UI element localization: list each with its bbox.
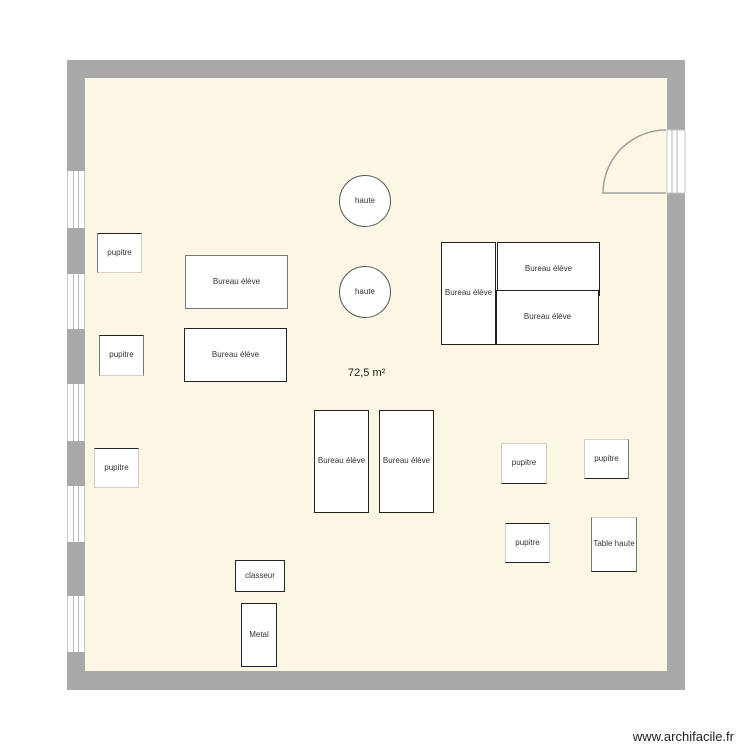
bureau-2-label: Bureau élève (211, 349, 260, 359)
table-haute-label: Table haute (593, 539, 635, 549)
room-area-label: 72,5 m² (348, 367, 386, 379)
metal[interactable]: Metal (241, 603, 277, 667)
bureau-3[interactable]: Bureau élève (441, 242, 496, 345)
bureau-4[interactable]: Bureau élève (497, 242, 600, 296)
bureau-4-label: Bureau élève (524, 263, 573, 273)
haute-1[interactable]: haute (339, 175, 391, 227)
bureau-7-label: Bureau élève (382, 456, 431, 466)
bureau-1[interactable]: Bureau élève (185, 255, 288, 309)
classeur[interactable]: classeur (235, 560, 285, 592)
pupitre-5[interactable]: pupitre (584, 439, 629, 479)
bureau-1-label: Bureau élève (212, 276, 261, 286)
bureau-5[interactable]: Bureau élève (496, 290, 599, 345)
classeur-label: classeur (245, 570, 275, 580)
window-4[interactable] (67, 486, 85, 542)
pupitre-2-label: pupitre (109, 350, 134, 360)
window-5[interactable] (67, 596, 85, 652)
pupitre-4[interactable]: pupitre (501, 443, 547, 484)
pupitre-6[interactable]: pupitre (505, 523, 550, 563)
haute-1-label: haute (354, 195, 376, 205)
pupitre-3-label: pupitre (104, 462, 129, 472)
pupitre-1-label: pupitre (107, 247, 132, 257)
pupitre-3[interactable]: pupitre (94, 448, 139, 488)
metal-label: Metal (249, 629, 269, 639)
window-3[interactable] (67, 384, 85, 441)
pupitre-6-label: pupitre (515, 537, 540, 547)
table-haute[interactable]: Table haute (591, 517, 637, 572)
pupitre-4-label: pupitre (511, 458, 537, 468)
haute-2[interactable]: haute (339, 266, 391, 318)
pupitre-5-label: pupitre (594, 453, 619, 463)
bureau-6-label: Bureau élève (317, 456, 366, 466)
bureau-7[interactable]: Bureau élève (379, 410, 434, 513)
pupitre-2[interactable]: pupitre (99, 335, 144, 376)
bureau-3-label: Bureau élève (444, 288, 493, 298)
archifacile-watermark[interactable]: www.archifacile.fr (632, 729, 734, 744)
haute-2-label: haute (354, 286, 376, 296)
window-2[interactable] (67, 274, 85, 329)
bureau-5-label: Bureau élève (523, 312, 572, 322)
bureau-2[interactable]: Bureau élève (184, 328, 287, 382)
bureau-6[interactable]: Bureau élève (314, 410, 369, 513)
window-1[interactable] (67, 171, 85, 228)
pupitre-1[interactable]: pupitre (97, 233, 142, 273)
